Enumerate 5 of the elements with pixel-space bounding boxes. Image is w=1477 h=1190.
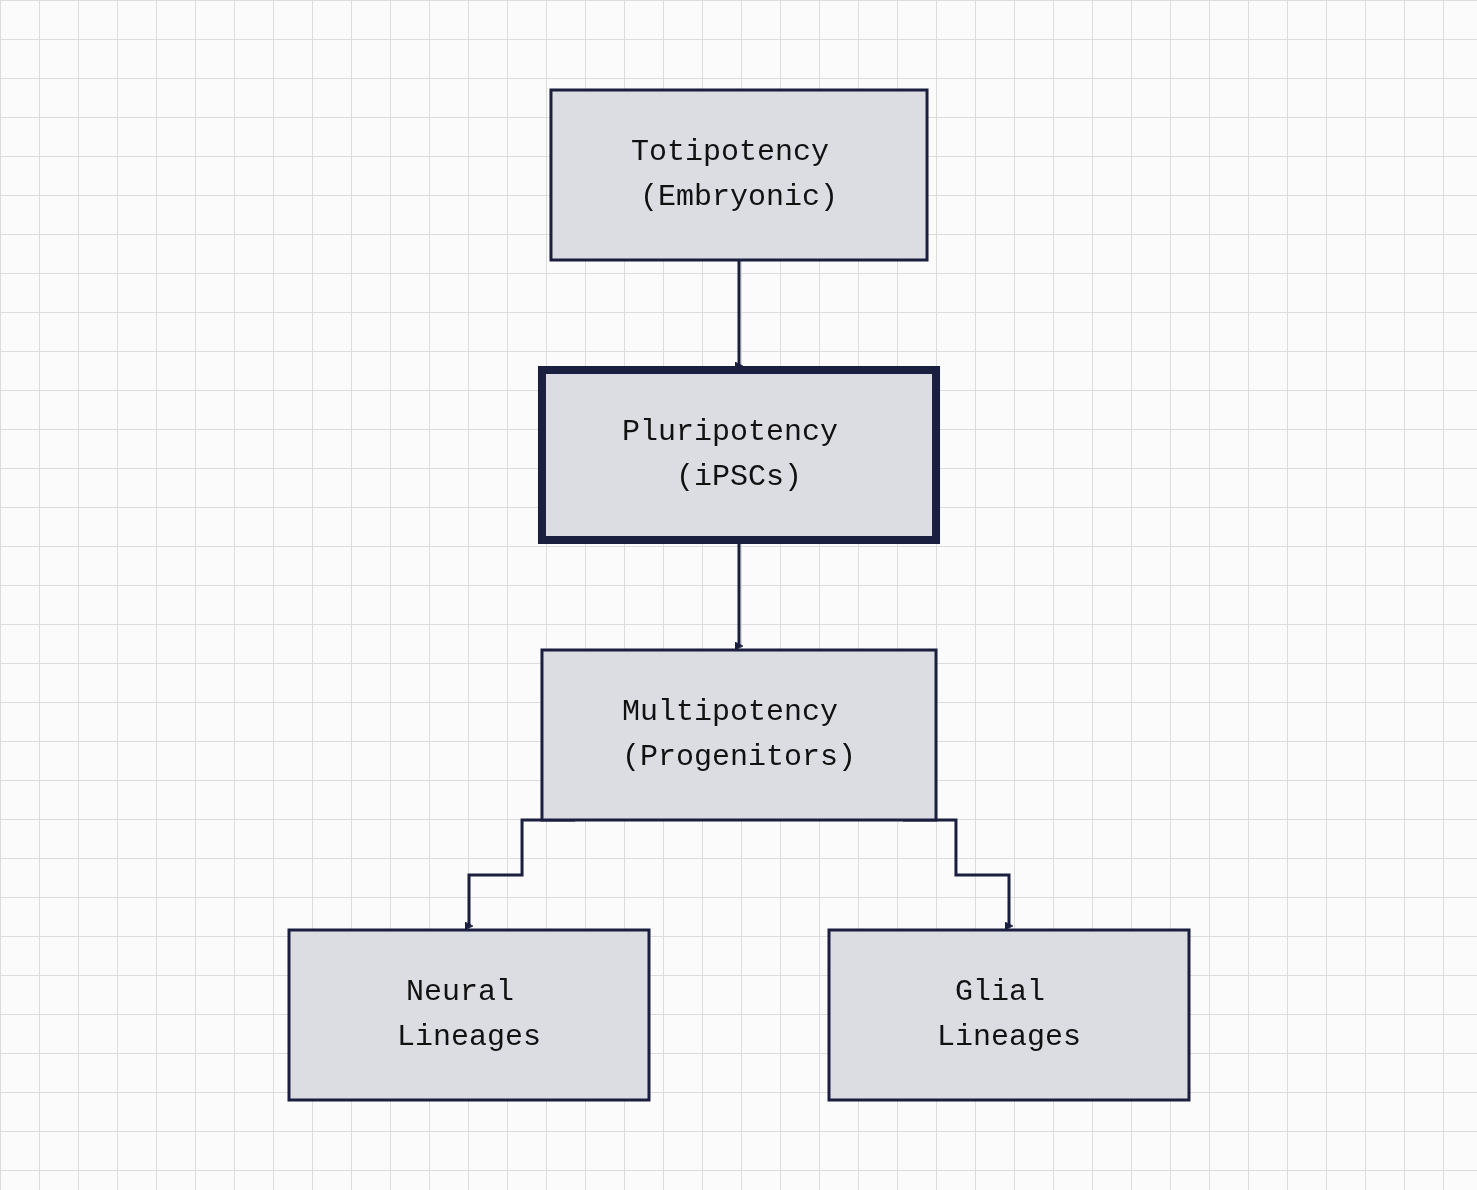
node-box: Neural Lineages xyxy=(287,928,650,1102)
node-box: Totipotency (Embryonic) xyxy=(549,88,928,262)
node-box: Multipotency (Progenitors) xyxy=(540,648,937,822)
node-box: Glial Lineages xyxy=(827,928,1190,1102)
node-box: Pluripotency (iPSCs) xyxy=(537,366,940,544)
